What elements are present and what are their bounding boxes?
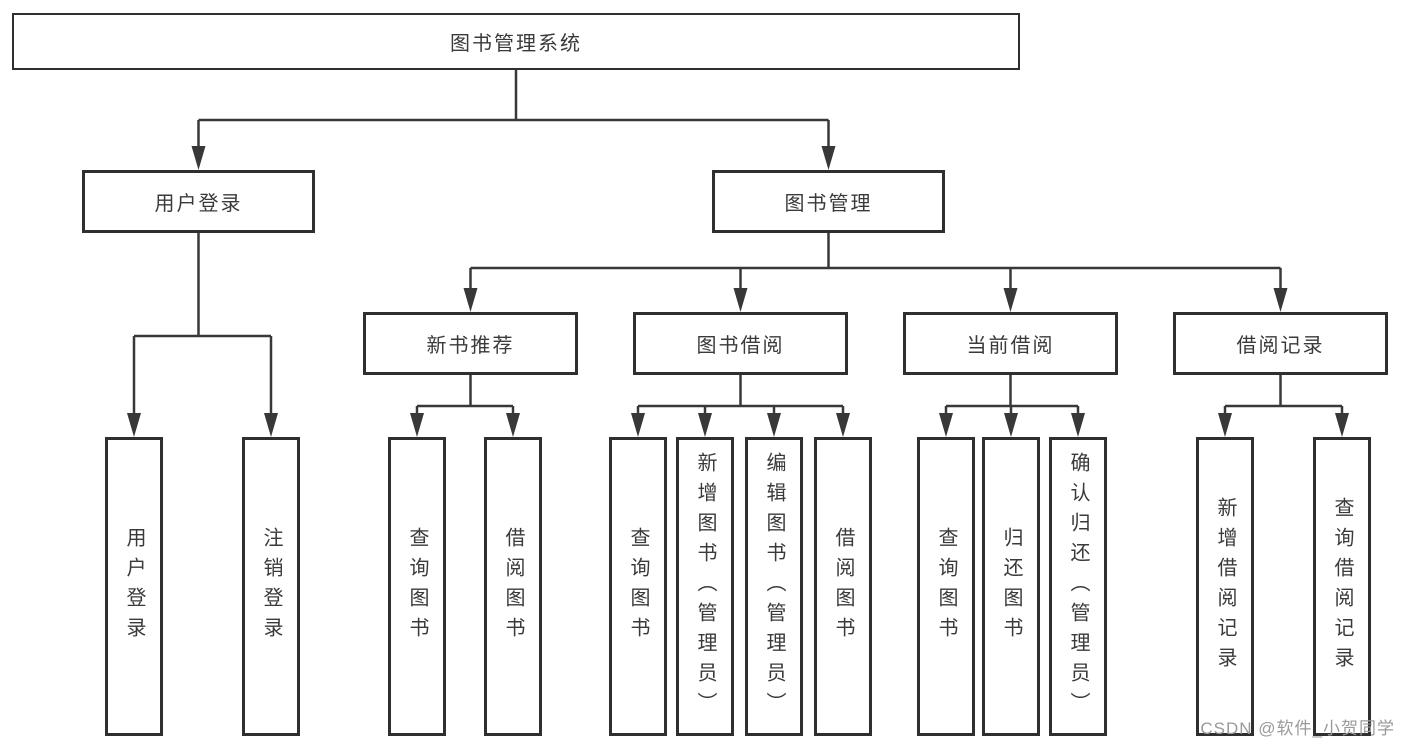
- branch-node-book-management: 图书管理: [712, 170, 945, 233]
- leaf-node-logout: 注销登录: [242, 437, 300, 736]
- leaf-node-confirm-return-admin: 确认归还（管理员）: [1049, 437, 1107, 736]
- leaf-node-label: 归还图书: [1000, 526, 1022, 647]
- leaf-node-return-books: 归还图书: [982, 437, 1040, 736]
- leaf-node-label: 新增图书（管理员）: [694, 451, 716, 722]
- branch-node-label: 图书管理: [784, 193, 873, 215]
- leaf-node-label: 确认归还（管理员）: [1067, 451, 1089, 722]
- root-node-library-system: 图书管理系统: [12, 13, 1020, 70]
- leaf-node-label: 借阅图书: [502, 526, 524, 647]
- branch-node-label: 用户登录: [154, 193, 243, 215]
- leaf-node-label: 注销登录: [260, 526, 282, 647]
- leaf-node-edit-books-admin: 编辑图书（管理员）: [745, 437, 803, 736]
- leaf-node-label: 新增借阅记录: [1214, 496, 1236, 677]
- group-node-label: 借阅记录: [1236, 335, 1325, 357]
- leaf-node-query-books-borrowing: 查询图书: [609, 437, 667, 736]
- leaf-node-label: 查询借阅记录: [1331, 496, 1353, 677]
- leaf-node-add-borrow-record: 新增借阅记录: [1196, 437, 1254, 736]
- leaf-node-label: 查询图书: [627, 526, 649, 647]
- arrowhead-icons: [127, 146, 1349, 437]
- leaf-node-query-borrow-record: 查询借阅记录: [1313, 437, 1371, 736]
- root-node-label: 图书管理系统: [450, 33, 582, 55]
- group-node-current-borrowing: 当前借阅: [903, 312, 1118, 375]
- group-node-label: 当前借阅: [966, 335, 1055, 357]
- leaf-node-label: 用户登录: [123, 526, 145, 647]
- leaf-node-borrow-books: 借阅图书: [814, 437, 872, 736]
- leaf-node-query-books-recommend: 查询图书: [388, 437, 446, 736]
- leaf-node-user-login: 用户登录: [105, 437, 163, 736]
- branch-node-user-login: 用户登录: [82, 170, 315, 233]
- leaf-node-label: 借阅图书: [832, 526, 854, 647]
- leaf-node-label: 查询图书: [935, 526, 957, 647]
- leaf-node-query-books-current: 查询图书: [917, 437, 975, 736]
- leaf-node-label: 查询图书: [406, 526, 428, 647]
- group-node-borrow-records: 借阅记录: [1173, 312, 1388, 375]
- group-node-label: 新书推荐: [426, 335, 515, 357]
- csdn-watermark: CSDN @软件_小贺同学: [1200, 719, 1395, 738]
- group-node-label: 图书借阅: [696, 335, 785, 357]
- leaf-node-borrow-books-recommend: 借阅图书: [484, 437, 542, 736]
- group-node-new-book-recommend: 新书推荐: [363, 312, 578, 375]
- leaf-node-add-books-admin: 新增图书（管理员）: [676, 437, 734, 736]
- leaf-node-label: 编辑图书（管理员）: [763, 451, 785, 722]
- group-node-book-borrowing: 图书借阅: [633, 312, 848, 375]
